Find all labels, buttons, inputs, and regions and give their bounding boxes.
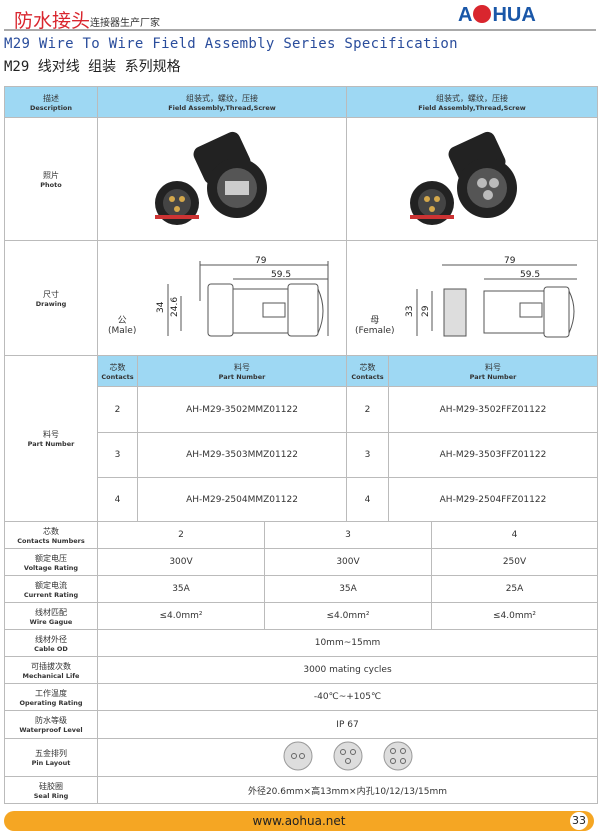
svg-text:34: 34	[156, 301, 166, 313]
pin-layout-images	[97, 738, 598, 777]
table-cell: 35A	[264, 575, 432, 603]
part-number: AH-M29-3503MMZ01122	[137, 432, 347, 478]
table-cell: ≤4.0mm²	[431, 602, 598, 630]
table-cell: 4	[346, 477, 389, 522]
table-cell: 300V	[97, 548, 265, 576]
female-label: 母(Female)	[355, 316, 395, 336]
table-cell: 300V	[264, 548, 432, 576]
part-number: AH-M29-3502MMZ01122	[137, 386, 347, 433]
table-cell: ≤4.0mm²	[97, 602, 265, 630]
table-cell: 10mm~15mm	[97, 629, 598, 657]
table-cell: 外径20.6mm×高13mm×内孔10/12/13/15mm	[97, 776, 598, 804]
part-number: AH-M29-2504MMZ01122	[137, 477, 347, 522]
table-cell: 35A	[97, 575, 265, 603]
male-label: 公(Male)	[108, 316, 137, 336]
svg-text:79: 79	[504, 256, 516, 266]
website-link[interactable]: www.aohua.net	[252, 814, 346, 828]
female-photo	[346, 117, 598, 241]
table-cell: 4	[431, 521, 598, 549]
part-number: AH-M29-2504FFZ01122	[388, 477, 598, 522]
svg-text:59.5: 59.5	[520, 270, 540, 280]
svg-text:24.6: 24.6	[170, 297, 180, 317]
table-cell: 3000 mating cycles	[97, 656, 598, 684]
table-cell: 3	[264, 521, 432, 549]
female-drawing: 母(Female) 79 59.5 33 29	[346, 240, 598, 356]
dim-79: 79	[255, 256, 267, 266]
header-divider	[4, 29, 596, 31]
svg-text:59.5: 59.5	[271, 270, 291, 280]
footer-bar: www.aohua.net 33	[4, 811, 594, 831]
table-cell: -40℃~+105℃	[97, 683, 598, 711]
table-cell: 2	[97, 521, 265, 549]
table-cell: 2	[97, 386, 138, 433]
page-title-cn: M29 线对线 组装 系列规格	[4, 59, 181, 75]
table-cell: ≤4.0mm²	[264, 602, 432, 630]
table-cell: 3	[346, 432, 389, 478]
male-drawing: 公(Male) 79 59.5 34 24.6	[97, 240, 347, 356]
table-cell: 250V	[431, 548, 598, 576]
page-number: 33	[570, 812, 588, 830]
table-cell: 4	[97, 477, 138, 522]
page-title-en: M29 Wire To Wire Field Assembly Series S…	[4, 36, 458, 52]
part-number: AH-M29-3503FFZ01122	[388, 432, 598, 478]
male-photo	[97, 117, 347, 241]
table-cell: 3	[97, 432, 138, 478]
brand-subtitle: 连接器生产厂家	[90, 18, 160, 29]
brand-title: 防水接头	[14, 10, 91, 32]
table-cell: 2	[346, 386, 389, 433]
table-cell: 25A	[431, 575, 598, 603]
part-number: AH-M29-3502FFZ01122	[388, 386, 598, 433]
svg-text:33: 33	[405, 306, 415, 317]
table-cell: IP 67	[97, 710, 598, 739]
svg-text:29: 29	[421, 305, 431, 317]
